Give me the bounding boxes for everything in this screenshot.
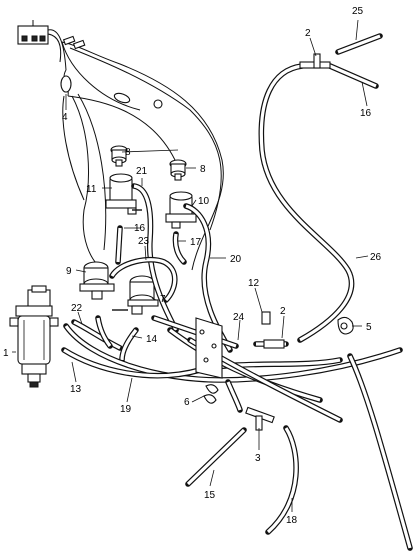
callout-23: 23 bbox=[138, 236, 150, 247]
hose-network bbox=[61, 33, 413, 551]
wire-harness bbox=[17, 20, 224, 271]
callout-22: 22 bbox=[71, 303, 83, 314]
callout-13: 13 bbox=[70, 384, 82, 395]
callout-25: 25 bbox=[352, 6, 364, 17]
leader-lines bbox=[12, 19, 369, 512]
callout-19: 19 bbox=[120, 404, 132, 415]
callout-3: 3 bbox=[255, 453, 261, 464]
callout-10: 10 bbox=[198, 196, 210, 207]
solenoid-valve-9 bbox=[79, 261, 115, 300]
callout-1: 1 bbox=[3, 348, 9, 359]
callout-16-right: 16 bbox=[360, 108, 372, 119]
filter-bracket bbox=[27, 289, 51, 309]
callout-6: 6 bbox=[184, 397, 190, 408]
callout-18: 18 bbox=[286, 515, 298, 526]
fittings bbox=[195, 53, 354, 431]
valve-cap-right bbox=[169, 159, 187, 181]
callout-11: 11 bbox=[86, 184, 97, 195]
callout-4: 4 bbox=[62, 112, 68, 123]
callout-labels: 1 2 2 3 4 5 6 7 8 8 9 10 11 12 13 14 15 … bbox=[3, 6, 382, 526]
valve-cap-left bbox=[110, 145, 128, 167]
callout-20: 20 bbox=[230, 254, 242, 265]
callout-8-right: 8 bbox=[200, 164, 206, 175]
grommet bbox=[60, 75, 72, 93]
callout-26: 26 bbox=[370, 252, 382, 263]
callout-16-left: 16 bbox=[134, 223, 146, 234]
callout-7: 7 bbox=[160, 294, 166, 305]
callout-14: 14 bbox=[146, 334, 158, 345]
callout-24: 24 bbox=[233, 312, 245, 323]
callout-17: 17 bbox=[190, 237, 202, 248]
callout-15: 15 bbox=[204, 490, 216, 501]
callout-21: 21 bbox=[136, 166, 148, 177]
solenoid-valve-10 bbox=[165, 191, 197, 229]
callout-12: 12 bbox=[248, 278, 260, 289]
solenoid-valve-11 bbox=[105, 173, 142, 215]
callout-8-left: 8 bbox=[125, 147, 131, 158]
callout-2-lower: 2 bbox=[280, 306, 286, 317]
fuel-filter-assembly bbox=[9, 285, 59, 388]
solenoid-valve-7 bbox=[112, 275, 159, 315]
callout-9: 9 bbox=[66, 266, 72, 277]
callout-2-upper: 2 bbox=[305, 28, 311, 39]
callout-5: 5 bbox=[366, 322, 372, 333]
